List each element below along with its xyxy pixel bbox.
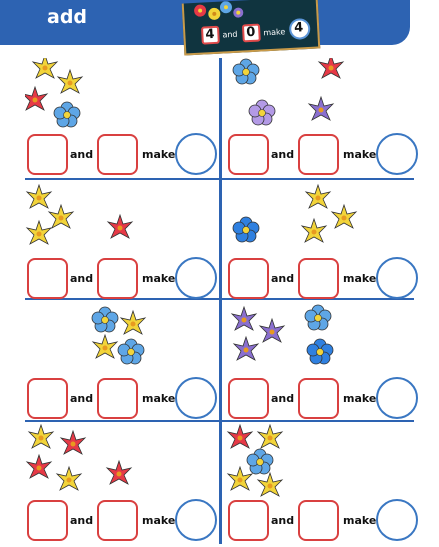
second-number-box[interactable] [97,258,138,299]
second-number-box[interactable] [298,134,339,175]
panel-4: and make [226,182,418,300]
board-second-number: 0 [245,24,256,41]
flowers-icon [26,184,133,245]
board-make-word: make [263,27,286,38]
horizontal-divider-3 [25,420,414,422]
example-board: 4 and 0 make 4 [181,0,321,56]
board-flowers-icon [194,1,244,20]
page-title: add [47,6,88,28]
answer-circle[interactable] [376,133,418,175]
second-number-box[interactable] [298,500,339,541]
second-number-box[interactable] [97,500,138,541]
make-word: make [343,148,377,161]
and-word: and [70,392,94,405]
second-number-box[interactable] [298,378,339,419]
answer-row: and make [226,257,418,300]
flowers-icon [232,184,357,243]
answer-circle[interactable] [175,499,217,541]
answer-circle[interactable] [175,257,217,299]
make-word: make [142,514,176,527]
make-word: make [142,272,176,285]
board-and-word: and [222,29,238,40]
and-word: and [271,514,295,527]
first-number-box[interactable] [27,500,68,541]
first-number-box[interactable] [228,378,269,419]
answer-circle[interactable] [175,377,217,419]
make-word: make [343,514,377,527]
flowers-icon [26,424,132,491]
answer-circle[interactable] [376,377,418,419]
board-result-number: 4 [293,20,304,36]
board-first-number: 4 [205,26,215,43]
first-number-box[interactable] [27,378,68,419]
panel-7: and make [25,424,217,542]
board-circle: 4 [288,17,311,40]
and-word: and [271,392,295,405]
answer-row: and make [226,133,418,176]
answer-row: and make [25,257,217,300]
second-number-box[interactable] [97,378,138,419]
flowers-icon [232,58,344,126]
answer-row: and make [25,377,217,420]
make-word: make [142,392,176,405]
board-box-2: 0 [241,23,261,43]
answer-circle[interactable] [376,257,418,299]
panel-3: and make [25,182,217,300]
first-number-box[interactable] [27,258,68,299]
make-word: make [343,272,377,285]
answer-row: and make [25,133,217,176]
board-box-1: 4 [200,25,220,45]
answer-row: and make [226,499,418,542]
and-word: and [70,148,94,161]
answer-circle[interactable] [376,499,418,541]
answer-row: and make [25,499,217,542]
first-number-box[interactable] [27,134,68,175]
second-number-box[interactable] [97,134,138,175]
panel-8: and make [226,424,418,542]
and-word: and [70,272,94,285]
second-number-box[interactable] [298,258,339,299]
first-number-box[interactable] [228,258,269,299]
horizontal-divider-1 [25,178,414,180]
first-number-box[interactable] [228,134,269,175]
answer-circle[interactable] [175,133,217,175]
panel-2: and make [226,58,418,176]
vertical-divider [219,58,222,544]
and-word: and [70,514,94,527]
and-word: and [271,148,295,161]
flowers-icon [91,306,146,365]
answer-row: and make [226,377,418,420]
first-number-box[interactable] [228,500,269,541]
panel-1: and make [25,58,217,176]
flowers-icon [227,424,283,497]
make-word: make [142,148,176,161]
panel-5: and make [25,302,217,420]
horizontal-divider-2 [25,298,414,300]
make-word: make [343,392,377,405]
and-word: and [271,272,295,285]
panel-6: and make [226,302,418,420]
flowers-icon [25,58,83,128]
flowers-icon [231,304,334,365]
